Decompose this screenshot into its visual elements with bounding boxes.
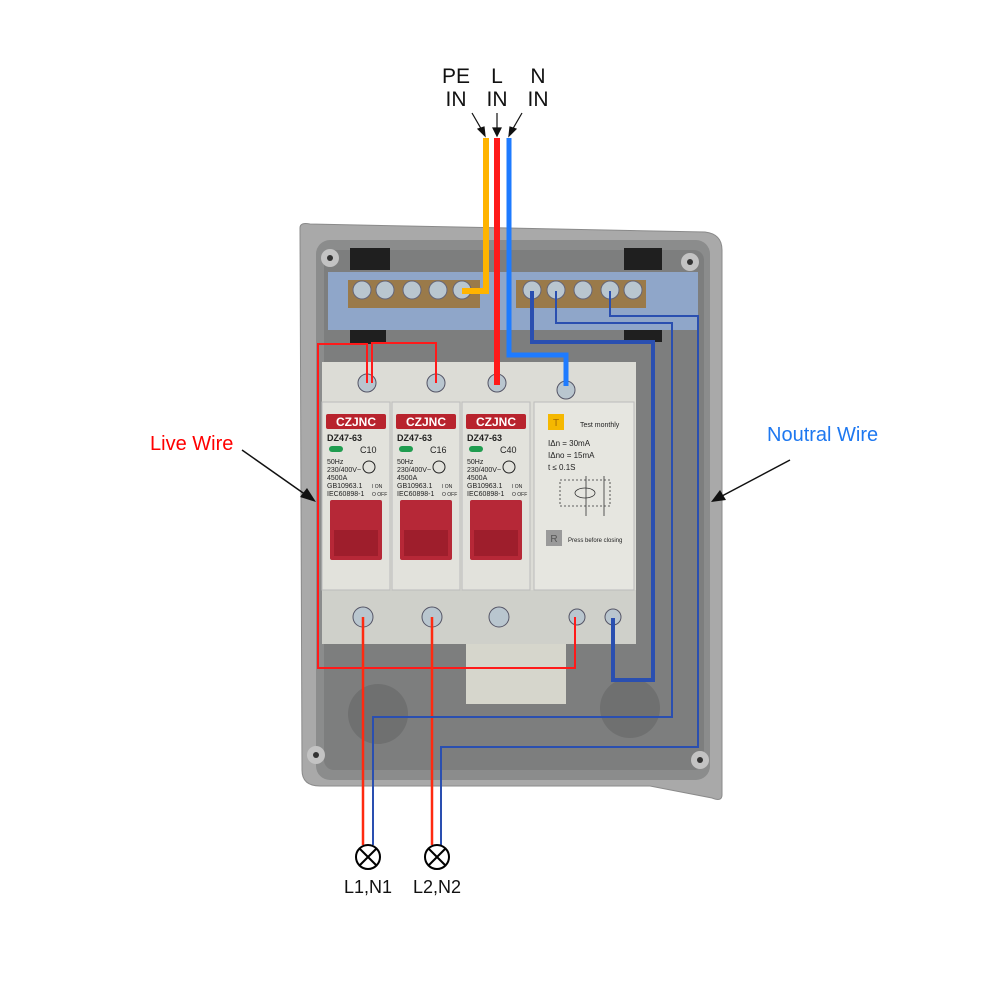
rcd-reset-button[interactable] [546, 530, 562, 546]
on-label: I ON [442, 484, 453, 490]
rcd-idn: IΔn = 30mA [548, 439, 591, 448]
pe-label-line1: PE [442, 65, 470, 88]
n-label-line1: N [530, 65, 545, 88]
freq-label: 50Hz [327, 459, 344, 466]
model-label: DZ47-63 [467, 433, 502, 443]
neutral-out-2 [440, 291, 699, 845]
n-label-line2: IN [528, 88, 549, 111]
brand-label: CZJNC [336, 415, 376, 429]
output-label-1: L1,N1 [344, 877, 392, 897]
ccc-mark-icon [362, 460, 376, 474]
rating-label: C40 [500, 445, 517, 455]
live-bridge-2 [371, 342, 437, 383]
rcd-schematic [559, 476, 611, 516]
off-label: O OFF [372, 492, 387, 498]
std1-label: GB10963.1 [397, 483, 433, 490]
live-bridge-1 [317, 343, 576, 669]
status-indicator [399, 446, 413, 452]
model-label: DZ47-63 [397, 433, 432, 443]
brand-badge [326, 414, 386, 429]
lamp-icon-1 [355, 844, 381, 870]
voltage-label: 230/400V~ [327, 467, 361, 474]
l-label-line1: L [491, 65, 503, 88]
rcd-idno: IΔno = 15mA [548, 451, 595, 460]
rcd-trip-time: t ≤ 0.1S [548, 463, 576, 472]
brand-label: CZJNC [476, 415, 516, 429]
capacity-label: 4500A [467, 475, 488, 482]
l-label-line2: IN [487, 88, 508, 111]
std2-label: IEC60898-1 [327, 491, 364, 498]
l-arrowhead-icon [492, 127, 502, 138]
brand-badge [466, 414, 526, 429]
freq-label: 50Hz [467, 459, 484, 466]
on-label: I ON [512, 484, 523, 490]
std2-label: IEC60898-1 [467, 491, 504, 498]
brand-badge [396, 414, 456, 429]
ccc-mark-icon [432, 460, 446, 474]
output-label-2: L2,N2 [413, 877, 461, 897]
rcd-test-label: Test monthly [580, 422, 620, 429]
neutral-terminal-bar [516, 280, 646, 308]
cable-gland [348, 684, 408, 744]
voltage-label: 230/400V~ [467, 467, 501, 474]
neutral-callout-arrowhead-icon [711, 490, 726, 502]
ccc-mark-icon [502, 460, 516, 474]
cable-gland [600, 678, 660, 738]
neutral-out-1 [372, 291, 673, 845]
input-labels: PE IN L IN N IN [442, 65, 549, 111]
neutral-rcd-wire [530, 291, 655, 682]
live-callout-arrow-icon [241, 449, 307, 496]
wires [317, 138, 699, 845]
rating-label: C16 [430, 445, 447, 455]
lamp-icon-2 [424, 844, 450, 870]
on-label: I ON [372, 484, 383, 490]
status-indicator [329, 446, 343, 452]
toggle-grip [334, 530, 378, 556]
neutral-in-wire [506, 138, 569, 386]
rcd-reset-button-label: R [550, 534, 557, 545]
live-wire-callout: Live Wire [150, 433, 233, 455]
std1-label: GB10963.1 [467, 483, 503, 490]
off-label: O OFF [512, 492, 527, 498]
toggle-grip [474, 530, 518, 556]
freq-label: 50Hz [397, 459, 414, 466]
off-label: O OFF [442, 492, 457, 498]
std2-label: IEC60898-1 [397, 491, 434, 498]
n-arrowhead-icon [508, 126, 518, 138]
rating-label: C10 [360, 445, 377, 455]
brand-label: CZJNC [406, 415, 446, 429]
rcd-test-button-label: T [553, 418, 559, 429]
rcd: T Test monthly IΔn = 30mA IΔno = 15mA t … [533, 401, 635, 591]
pe-label-line2: IN [446, 88, 467, 111]
earth-terminal-bar [348, 280, 480, 308]
capacity-label: 4500A [397, 475, 418, 482]
std1-label: GB10963.1 [327, 483, 363, 490]
earth-in-wire [462, 138, 489, 294]
rcd-reset-label: Press before closing [568, 538, 622, 544]
toggle-grip [404, 530, 448, 556]
model-label: DZ47-63 [327, 433, 362, 443]
live-callout-arrowhead-icon [300, 488, 316, 502]
voltage-label: 230/400V~ [397, 467, 431, 474]
status-indicator [469, 446, 483, 452]
rcd-test-button[interactable] [548, 414, 564, 430]
capacity-label: 4500A [327, 475, 348, 482]
pe-arrowhead-icon [476, 126, 486, 138]
neutral-wire-callout: Noutral Wire [767, 424, 878, 446]
neutral-callout-arrow-icon [721, 459, 791, 497]
